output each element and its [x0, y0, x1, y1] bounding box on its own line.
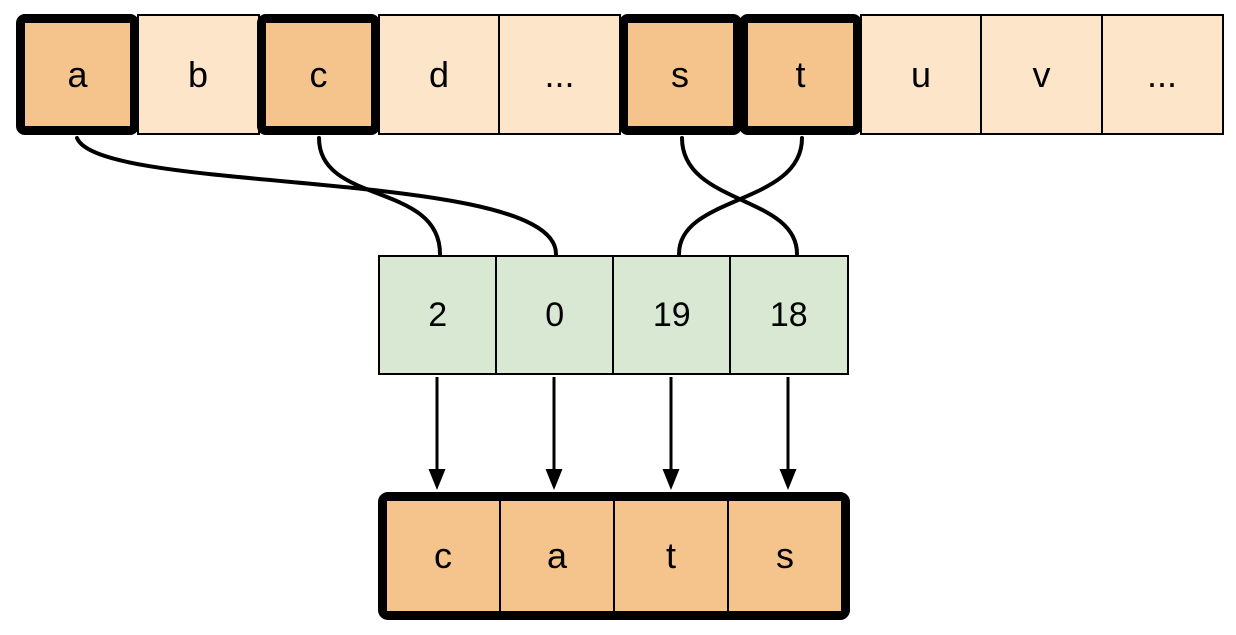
alphabet-cell-ellipsis-2: ... [1100, 14, 1224, 135]
alphabet-cell-c: c [257, 14, 380, 135]
arrow-index-3-to-result [779, 377, 797, 490]
alphabet-cell-s: s [618, 14, 742, 135]
alphabet-cell-b: b [136, 14, 260, 135]
index-cell-2: 19 [612, 255, 732, 375]
index-cell-3: 18 [729, 255, 849, 375]
connector-a-to-0 [75, 136, 558, 256]
result-cell-3: s [727, 501, 841, 611]
result-cell-2: t [613, 501, 727, 611]
connector-c-to-2 [317, 136, 442, 256]
connector-t-to-19 [677, 136, 804, 256]
connector-s-to-18 [680, 136, 799, 256]
alphabet-cell-t: t [739, 14, 862, 135]
alphabet-cell-ellipsis-1: ... [498, 14, 621, 135]
result-row: c a t s [378, 492, 850, 620]
result-cell-1: a [499, 501, 613, 611]
alphabet-cell-v: v [980, 14, 1103, 135]
index-cell-1: 0 [495, 255, 615, 375]
result-cell-0: c [387, 501, 499, 611]
alphabet-row: a b c d ... s t u v ... [16, 14, 1224, 135]
alphabet-cell-u: u [859, 14, 983, 135]
index-row: 2 0 19 18 [378, 255, 849, 375]
arrow-index-1-to-result [545, 377, 563, 490]
alphabet-cell-a: a [16, 14, 139, 135]
arrow-index-2-to-result [662, 377, 680, 490]
index-cell-0: 2 [378, 255, 498, 375]
arrow-index-0-to-result [428, 377, 446, 490]
alphabet-cell-d: d [377, 14, 501, 135]
